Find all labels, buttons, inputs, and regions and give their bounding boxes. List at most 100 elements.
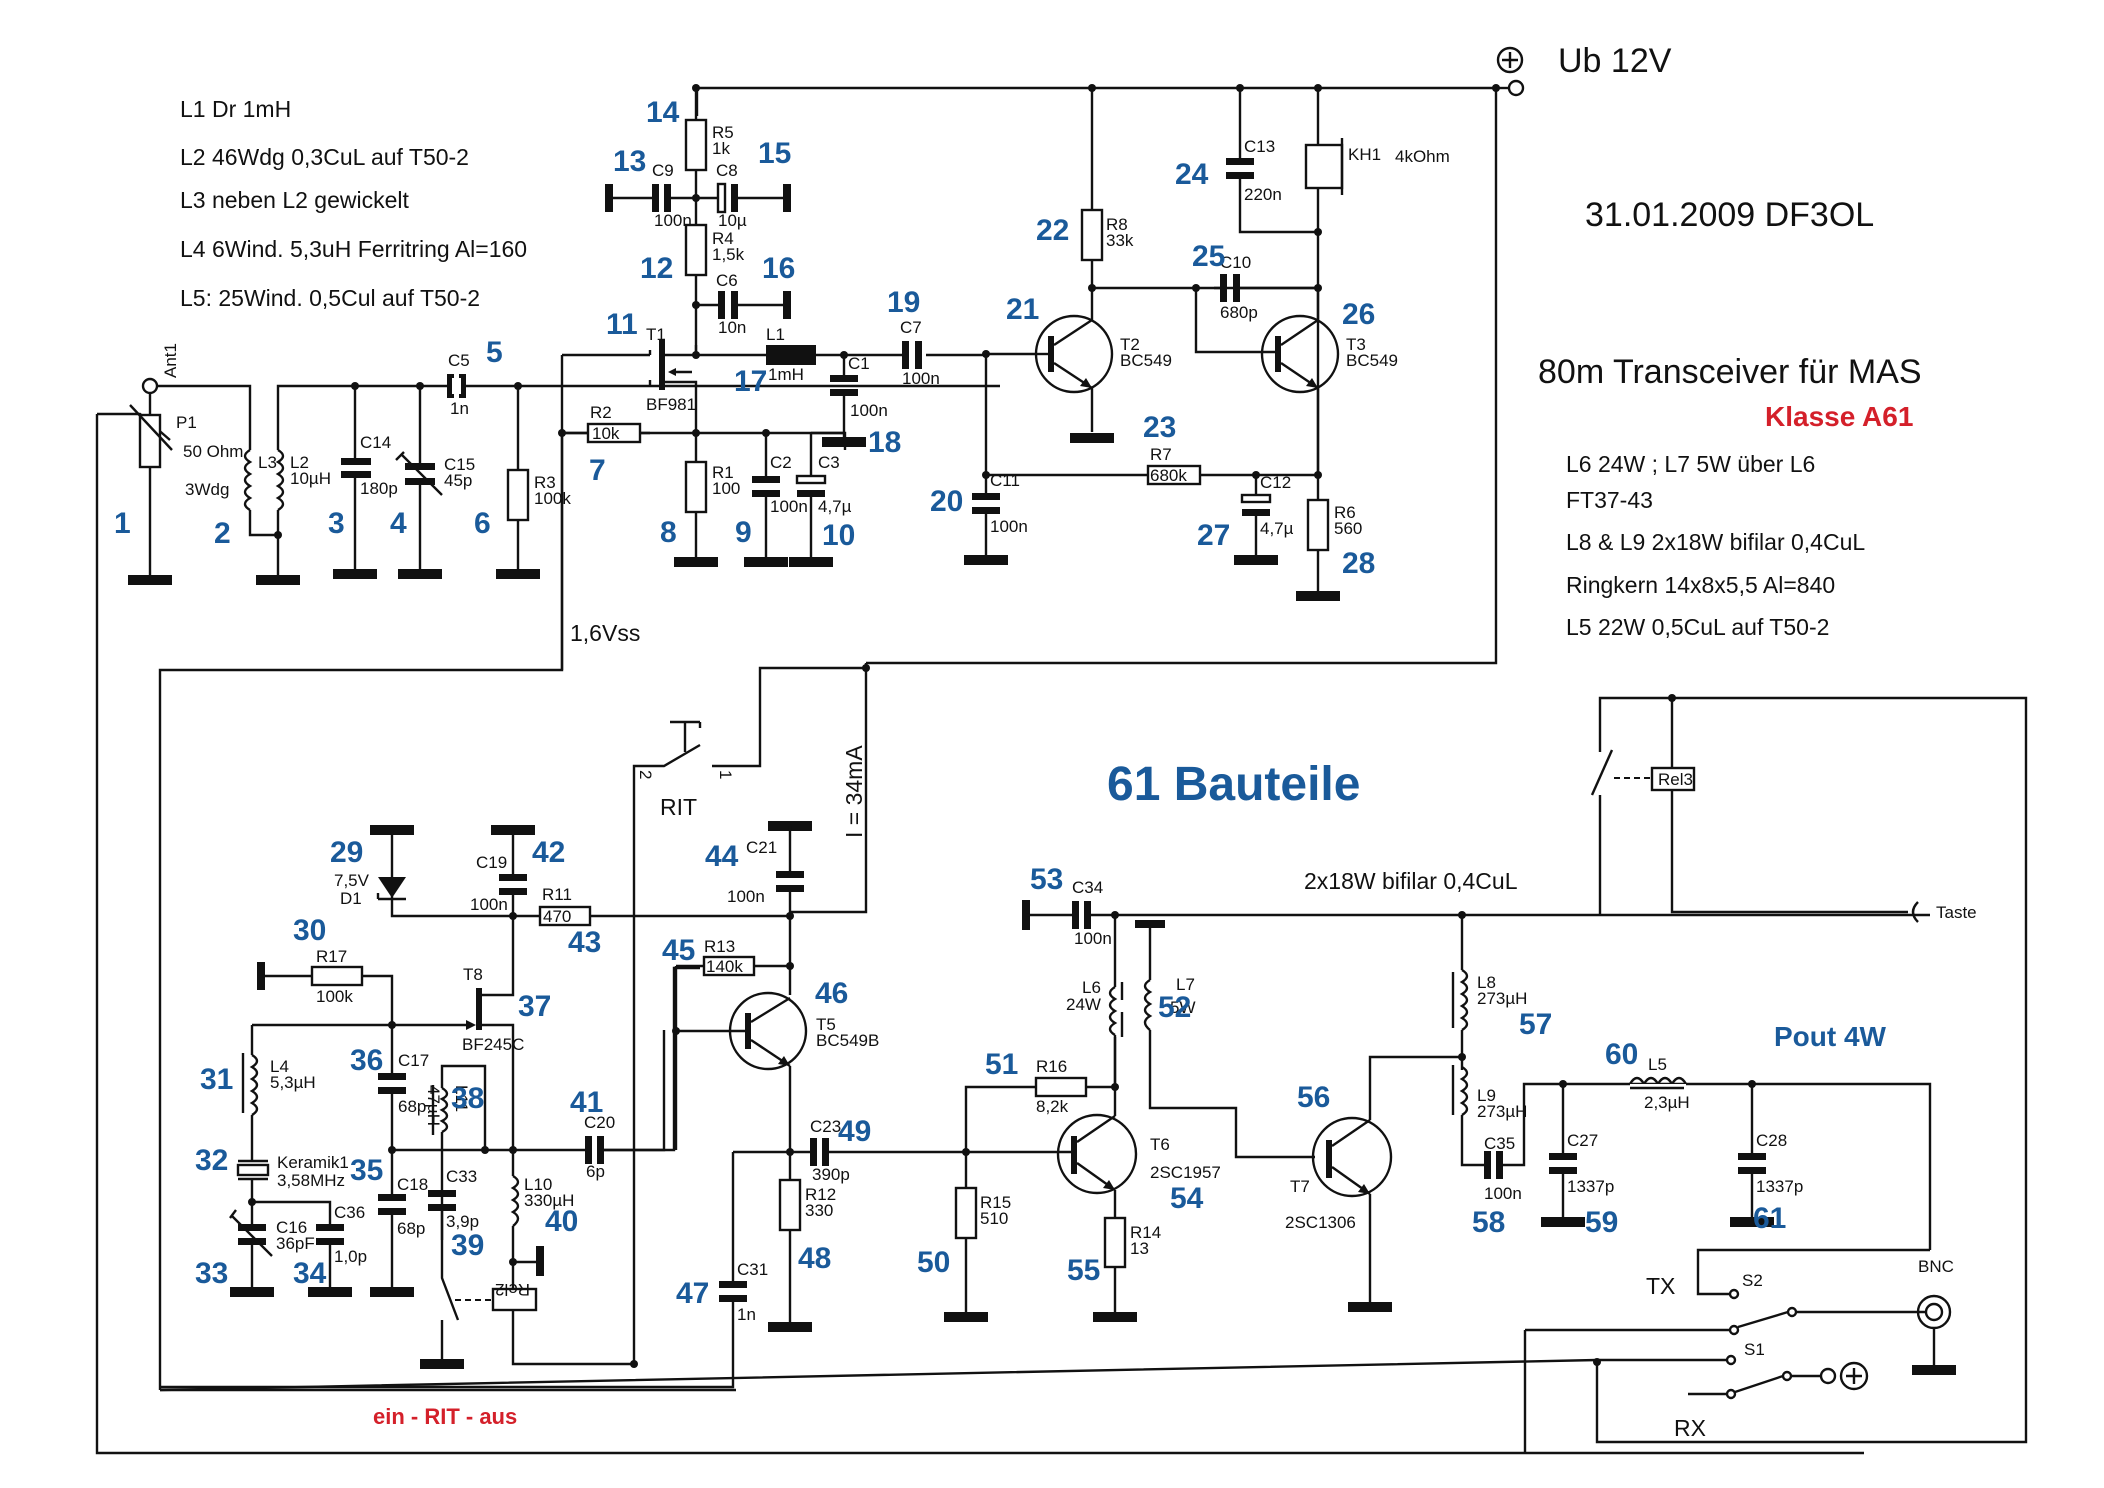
- c5-value: 1n: [450, 399, 469, 418]
- part-number-30: 30: [293, 914, 326, 947]
- transistor-t6-icon: [1056, 1113, 1138, 1195]
- t6-value: 2SC1957: [1150, 1163, 1221, 1182]
- l7-ref: L7: [1176, 975, 1195, 994]
- part-number-8: 8: [660, 516, 677, 549]
- part-number-44: 44: [705, 840, 739, 873]
- t2-ref: T2: [1120, 335, 1140, 354]
- part-number-28: 28: [1342, 547, 1375, 580]
- part-number-5: 5: [486, 336, 503, 369]
- c6-ref: C6: [716, 271, 738, 290]
- r15-ref: R15: [980, 1193, 1011, 1212]
- c6-value: 10n: [718, 318, 746, 337]
- s1-label: S1: [1744, 1340, 1765, 1359]
- c3-value: 4,7µ: [818, 497, 852, 516]
- l5-ref: L5: [1648, 1055, 1667, 1074]
- c2-value: 100n: [770, 497, 808, 516]
- r16-value: 8,2k: [1036, 1097, 1069, 1116]
- s1-contact-a[interactable]: [1728, 1324, 1740, 1336]
- r14-ref: R14: [1130, 1223, 1161, 1242]
- wires: [95, 86, 1864, 1455]
- s2-contact[interactable]: [1728, 1288, 1740, 1300]
- c9-value: 100n: [654, 211, 692, 230]
- plus-icon: [1496, 46, 1524, 74]
- rit-label: RIT: [660, 794, 697, 820]
- plus-icon: [1839, 1361, 1869, 1391]
- c36-ref: C36: [334, 1203, 365, 1222]
- part-number-1: 1: [114, 507, 131, 540]
- r7-ref: R7: [1150, 445, 1172, 464]
- s1-contact-b[interactable]: [1725, 1354, 1737, 1366]
- l2-value: 10µH: [290, 469, 331, 488]
- c23-value: 390p: [812, 1165, 850, 1184]
- c5-ref: C5: [448, 351, 470, 370]
- part-number-20: 20: [930, 485, 963, 518]
- c10-value: 680p: [1220, 303, 1258, 322]
- part-number-51: 51: [985, 1048, 1018, 1081]
- antenna-input-stage: Ant1 P1 50 Ohm 3Wdg L3 L2 10µH C14 180p: [128, 343, 1000, 585]
- d1-ref: D1: [340, 889, 362, 908]
- key-jack-icon: [1911, 901, 1919, 923]
- mixer-stage: T1 BF981 R2 10k R1 100 C2 100n C3 4,7µ R…: [558, 84, 988, 670]
- taste-label: Taste: [1936, 903, 1977, 922]
- jfet-t8-icon: [476, 988, 482, 1030]
- part-number-25: 25: [1192, 240, 1225, 273]
- l1-value: 1mH: [768, 365, 804, 384]
- r2-value: 10k: [592, 424, 620, 443]
- part-number-23: 23: [1143, 411, 1176, 444]
- c35-ref: C35: [1484, 1134, 1515, 1153]
- rel2-label: Rel2: [495, 1280, 530, 1299]
- r17-value: 100k: [316, 987, 353, 1006]
- rit-switch-pin2: 2: [636, 770, 655, 779]
- c17-value: 68p: [398, 1097, 426, 1116]
- part-number-57: 57: [1519, 1008, 1552, 1041]
- c8-value: 10µ: [718, 211, 747, 230]
- part-number-56: 56: [1297, 1081, 1330, 1114]
- s2-label: S2: [1742, 1271, 1763, 1290]
- t6-ref: T6: [1150, 1135, 1170, 1154]
- l3-ref: L3: [258, 453, 277, 472]
- t7-value: 2SC1306: [1285, 1213, 1356, 1232]
- note-r5: L5 22W 0,5CuL auf T50-2: [1566, 614, 1829, 640]
- antenna-terminal-icon[interactable]: [141, 377, 159, 395]
- c31-ref: C31: [737, 1260, 768, 1279]
- c31-value: 1n: [737, 1305, 756, 1324]
- part-number-33: 33: [195, 1257, 228, 1290]
- p1-ref: P1: [176, 413, 197, 432]
- part-number-41: 41: [570, 1086, 603, 1119]
- c23-ref: C23: [810, 1117, 841, 1136]
- r5-ref: R5: [712, 123, 734, 142]
- part-number-24: 24: [1175, 158, 1209, 191]
- output-power: Pout 4W: [1774, 1021, 1887, 1052]
- c28-ref: C28: [1756, 1131, 1787, 1150]
- note-r3: L8 & L9 2x18W bifilar 0,4CuL: [1566, 529, 1865, 555]
- c18-ref: C18: [397, 1175, 428, 1194]
- r15-value: 510: [980, 1209, 1008, 1228]
- c27-value: 1337p: [1567, 1177, 1614, 1196]
- vss-label: 1,6Vss: [570, 620, 640, 646]
- c1-value: 100n: [850, 401, 888, 420]
- part-number-6: 6: [474, 507, 491, 540]
- c3-ref: C3: [818, 453, 840, 472]
- potentiometer-p1[interactable]: [138, 413, 162, 469]
- c17-ref: C17: [398, 1051, 429, 1070]
- part-number-55: 55: [1067, 1254, 1100, 1287]
- r13-value: 140k: [706, 957, 743, 976]
- coil-l3-icon: [243, 448, 253, 512]
- r8-ref: R8: [1106, 215, 1128, 234]
- c20-value: 6p: [586, 1162, 605, 1181]
- t8-ref: T8: [463, 965, 483, 984]
- supply-terminal-icon[interactable]: [1507, 79, 1525, 97]
- current-label: I = 34mA: [841, 745, 867, 838]
- note-l1: L1 Dr 1mH: [180, 96, 291, 122]
- c34-ref: C34: [1072, 878, 1103, 897]
- rx-supply-terminal[interactable]: [1819, 1367, 1837, 1385]
- r12-value: 330: [805, 1201, 833, 1220]
- r3-value: 100k: [534, 489, 571, 508]
- s1-contact-common[interactable]: [1786, 1306, 1798, 1318]
- part-number-18: 18: [868, 426, 901, 459]
- c20-ref: C20: [584, 1113, 615, 1132]
- t2-value: BC549: [1120, 351, 1172, 370]
- part-number-26: 26: [1342, 298, 1375, 331]
- part-number-42: 42: [532, 836, 565, 869]
- part-count: 61 Bauteile: [1107, 758, 1360, 811]
